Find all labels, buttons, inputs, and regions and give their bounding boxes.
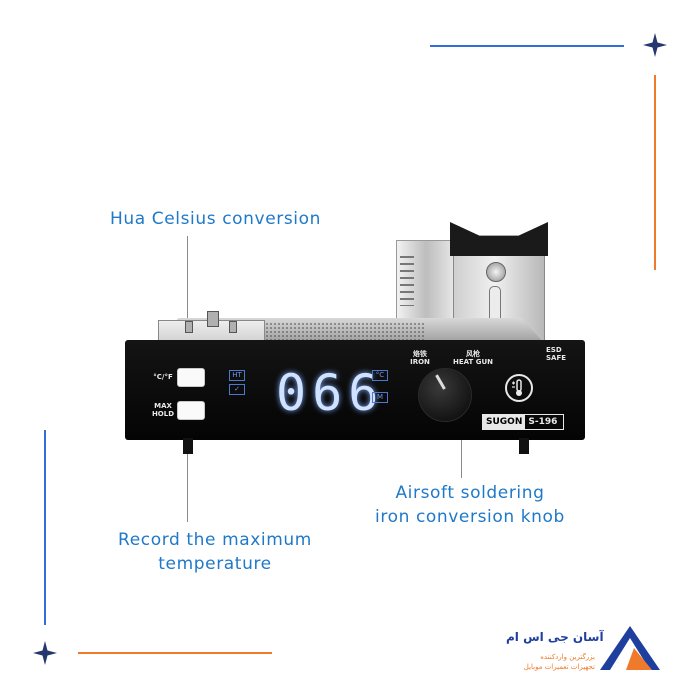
right-orange-line	[654, 75, 656, 270]
top-blue-line	[430, 45, 624, 47]
callout-knob-line1: Airsoft soldering	[395, 483, 545, 503]
plate-clamp	[207, 311, 219, 327]
max-hold-label-line1: MAX	[154, 402, 172, 410]
cf-button-label: °C/°F	[153, 373, 173, 381]
unit-celsius-indicator: °C	[372, 370, 388, 381]
brand-name: SUGON	[483, 415, 526, 429]
max-hold-label-line2: HOLD	[151, 410, 175, 418]
max-hold-label: MAX HOLD	[145, 402, 181, 418]
leader-line-celsius	[187, 236, 188, 368]
callout-max-hold-line1: Record the maximum	[118, 530, 312, 550]
esd-safe-badge: ESD SAFE	[546, 346, 566, 362]
knob-iron-label-cn: 烙铁	[413, 350, 427, 358]
plate-clamp	[185, 321, 193, 333]
plate-clamp	[229, 321, 237, 333]
callout-celsius-conversion: Hua Celsius conversion	[109, 209, 322, 229]
sparkle-icon	[33, 641, 57, 665]
thermometer-icon	[505, 374, 533, 402]
holder-vent-slots	[400, 256, 414, 306]
knob-heatgun-label-cn: 风枪	[466, 350, 480, 358]
iron-heatgun-selector-knob[interactable]	[418, 368, 472, 422]
callout-max-hold: Record the maximum temperature	[105, 528, 325, 576]
logo-subtitle: بزرگترین واردکننده تجهیزات تعمیرات موبای…	[503, 652, 595, 672]
check-indicator: ✓	[229, 384, 245, 395]
callout-knob-line2: iron conversion knob	[375, 507, 565, 527]
knob-iron-label: 烙铁 IRON	[406, 350, 434, 366]
device-top-grid	[265, 322, 425, 340]
sparkle-icon	[643, 33, 667, 57]
esd-line1: ESD	[546, 346, 562, 354]
device-foot	[519, 438, 529, 454]
logo-subtitle-line2: تجهیزات تعمیرات موبایل	[523, 663, 595, 671]
knob-iron-label-en: IRON	[410, 358, 430, 366]
knob-pointer	[435, 374, 446, 390]
logo-triangle-icon	[600, 626, 660, 670]
callout-max-hold-line2: temperature	[158, 554, 272, 574]
leader-line-max	[187, 412, 188, 522]
holder-screw	[486, 262, 506, 282]
esd-line2: SAFE	[546, 354, 567, 362]
temperature-display: 066	[276, 364, 385, 422]
celsius-fahrenheit-button[interactable]	[177, 368, 205, 387]
callout-knob: Airsoft soldering iron conversion knob	[365, 481, 575, 529]
unit-m-indicator: M	[372, 392, 388, 403]
model-name: S-196	[528, 417, 558, 427]
knob-heatgun-label: 风枪 HEAT GUN	[448, 350, 498, 366]
bottom-orange-line	[78, 652, 272, 654]
knob-heatgun-label-en: HEAT GUN	[452, 358, 493, 366]
ht-indicator: HT	[229, 370, 245, 381]
thermometer-glyph-icon	[512, 379, 522, 396]
logo-title: آسان جی اس ام	[506, 630, 604, 644]
device-foot	[183, 438, 193, 454]
max-hold-button[interactable]	[177, 401, 205, 420]
holder-cradle	[450, 222, 548, 256]
logo-subtitle-line1: بزرگترین واردکننده	[540, 653, 595, 661]
left-blue-line	[44, 430, 46, 625]
